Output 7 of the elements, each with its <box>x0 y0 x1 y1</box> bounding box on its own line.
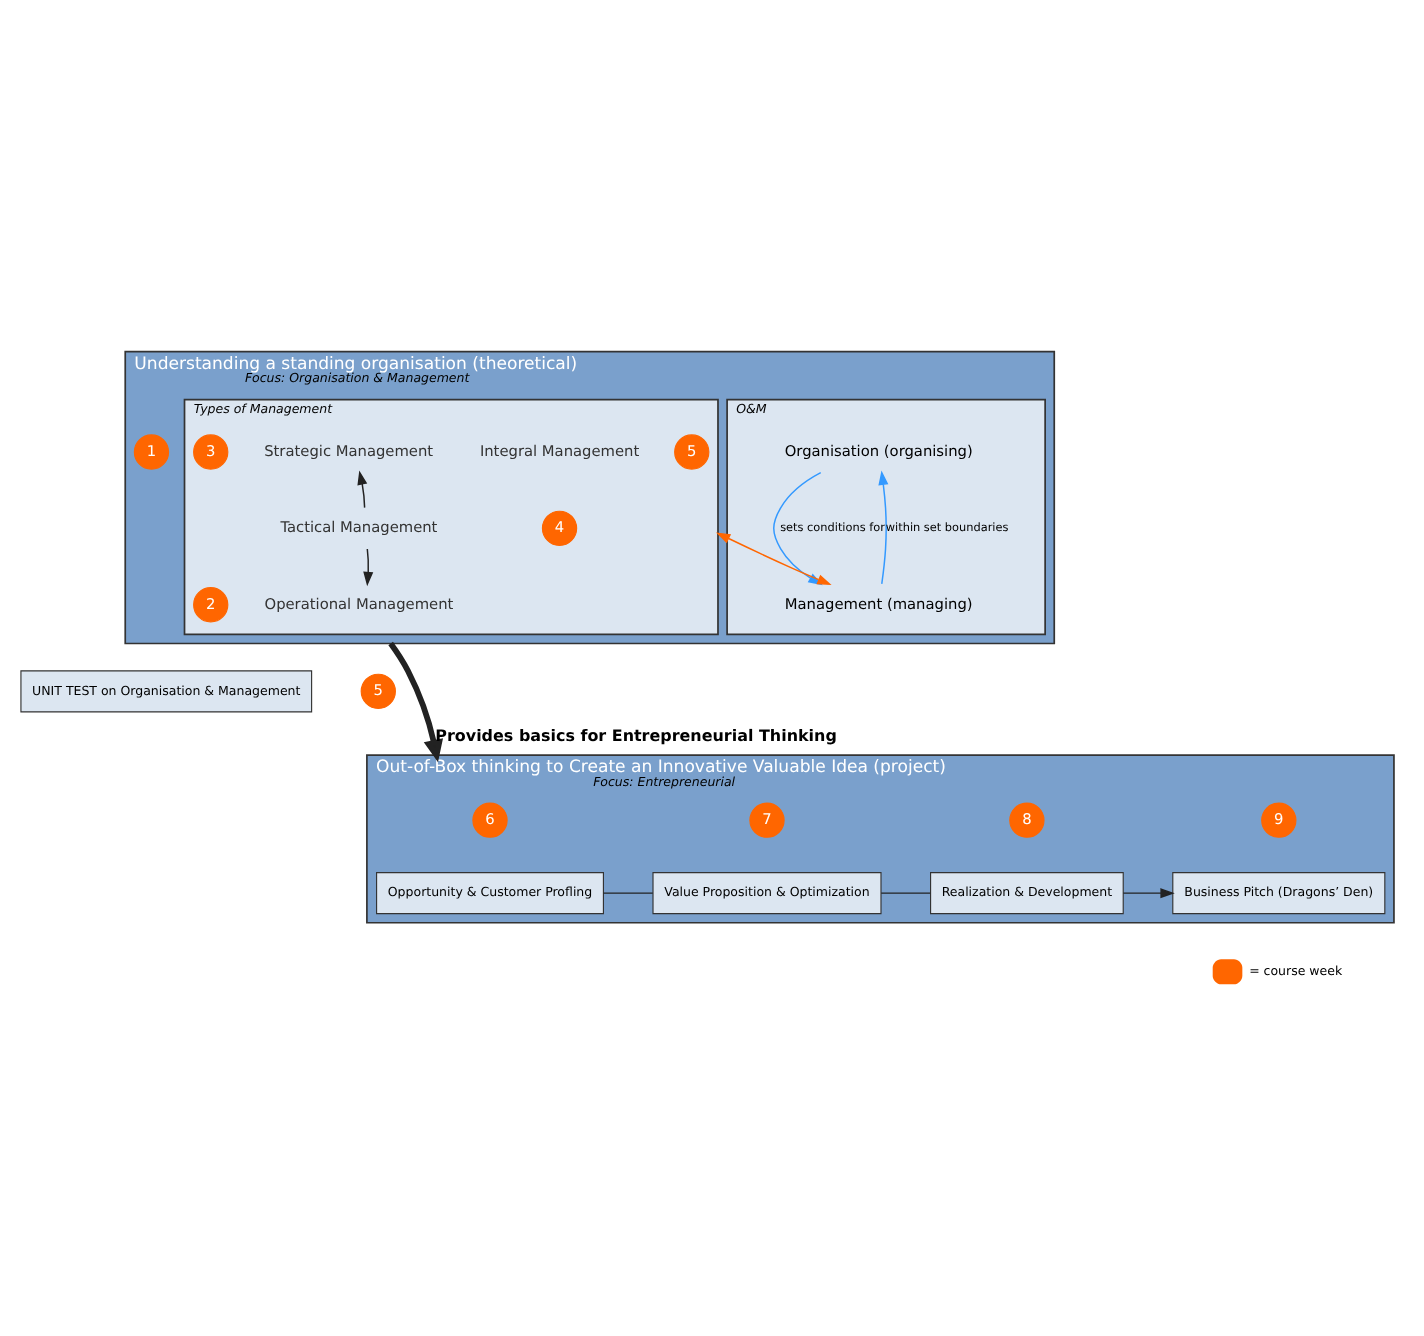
arrow <box>388 641 444 763</box>
arrow <box>1122 888 1175 899</box>
arrow <box>878 470 889 585</box>
connector <box>602 892 654 894</box>
arrow <box>363 548 374 587</box>
connector <box>880 892 931 894</box>
arrow <box>357 470 368 509</box>
